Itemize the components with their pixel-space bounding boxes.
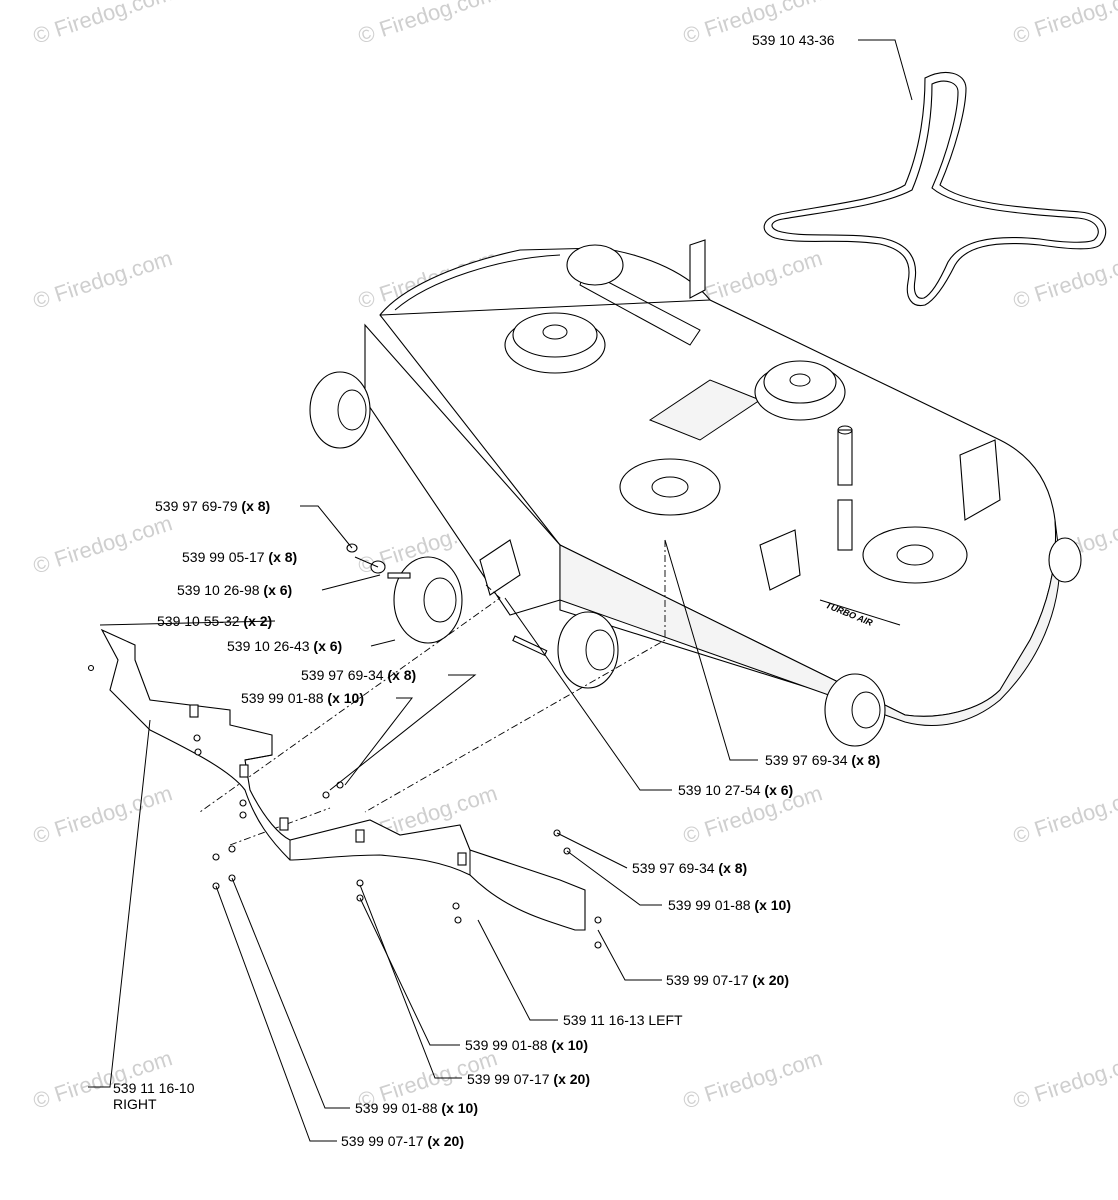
part-number: 539 99 07-17 [341,1133,424,1149]
part-number: 539 10 43-36 [752,32,835,48]
part-number: 539 99 01-88 [241,690,324,706]
part-number: 539 97 69-34 [301,667,384,683]
part-number: 539 99 01-88 [355,1100,438,1116]
callout-washer-01-88-c: 539 99 01-88 (x 10) [465,1037,588,1053]
callout-bolt-69-34-b: 539 97 69-34 (x 8) [765,752,880,768]
part-number: 539 97 69-34 [765,752,848,768]
quantity: (x 20) [553,1071,590,1087]
quantity: (x 20) [752,972,789,988]
quantity: (x 10) [551,1037,588,1053]
part-number: 539 99 05-17 [182,549,265,565]
callout-bolt-69-34-a: 539 97 69-34 (x 8) [301,667,416,683]
callout-belt: 539 10 43-36 [752,32,835,48]
leader-lines [88,39,913,1142]
deck-wheels [309,244,1082,747]
part-number: 539 97 69-34 [632,860,715,876]
quantity: (x 20) [427,1133,464,1149]
callout-baffle-left: 539 11 16-13 LEFT [563,1012,683,1028]
exploded-wheel [346,529,801,657]
part-number: 539 99 01-88 [668,897,751,913]
drive-belt [763,72,1107,307]
deck-baffles [100,628,586,931]
quantity: (x 10) [754,897,791,913]
quantity: (x 8) [268,549,298,565]
callout-bracket-55-32: 539 10 55-32 (x 2) [157,613,272,629]
callout-washer-01-88-d: 539 99 01-88 (x 10) [355,1100,478,1116]
quantity: (x 6) [263,582,293,598]
quantity: (x 10) [441,1100,478,1116]
quantity: (x 8) [851,752,881,768]
part-number: 539 99 07-17 [467,1071,550,1087]
callout-spacer-05-17: 539 99 05-17 (x 8) [182,549,297,565]
quantity: (x 2) [243,613,273,629]
part-number: 539 10 26-98 [177,582,260,598]
callout-washer-01-88-b: 539 99 01-88 (x 10) [668,897,791,913]
quantity: (x 8) [241,498,271,514]
callout-wheel-26-43: 539 10 26-43 (x 6) [227,638,342,654]
part-number: 539 97 69-79 [155,498,238,514]
quantity: (x 8) [387,667,417,683]
callout-baffle-right: 539 11 16-10 RIGHT [113,1080,194,1112]
part-number: 539 11 16-13 LEFT [563,1012,683,1028]
side-label: RIGHT [113,1096,157,1112]
callout-bolt-69-34-c: 539 97 69-34 (x 8) [632,860,747,876]
mower-deck [364,239,1061,727]
callout-pin-27-54: 539 10 27-54 (x 6) [678,782,793,798]
part-number: 539 10 27-54 [678,782,761,798]
quantity: (x 6) [313,638,343,654]
quantity: (x 6) [764,782,794,798]
assembly-lines [199,540,666,846]
callout-washer-01-88-a: 539 99 01-88 (x 10) [241,690,364,706]
part-number: 539 10 26-43 [227,638,310,654]
callout-nut-07-17-c: 539 99 07-17 (x 20) [341,1133,464,1149]
part-number: 539 11 16-10 [113,1080,195,1096]
part-number: 539 99 01-88 [465,1037,548,1053]
quantity: (x 8) [718,860,748,876]
callout-nut-07-17-a: 539 99 07-17 (x 20) [666,972,789,988]
quantity: (x 10) [327,690,364,706]
callout-bolt-69-79: 539 97 69-79 (x 8) [155,498,270,514]
callout-axle-26-98: 539 10 26-98 (x 6) [177,582,292,598]
part-number: 539 10 55-32 [157,613,240,629]
callout-nut-07-17-b: 539 99 07-17 (x 20) [467,1071,590,1087]
part-number: 539 99 07-17 [666,972,749,988]
